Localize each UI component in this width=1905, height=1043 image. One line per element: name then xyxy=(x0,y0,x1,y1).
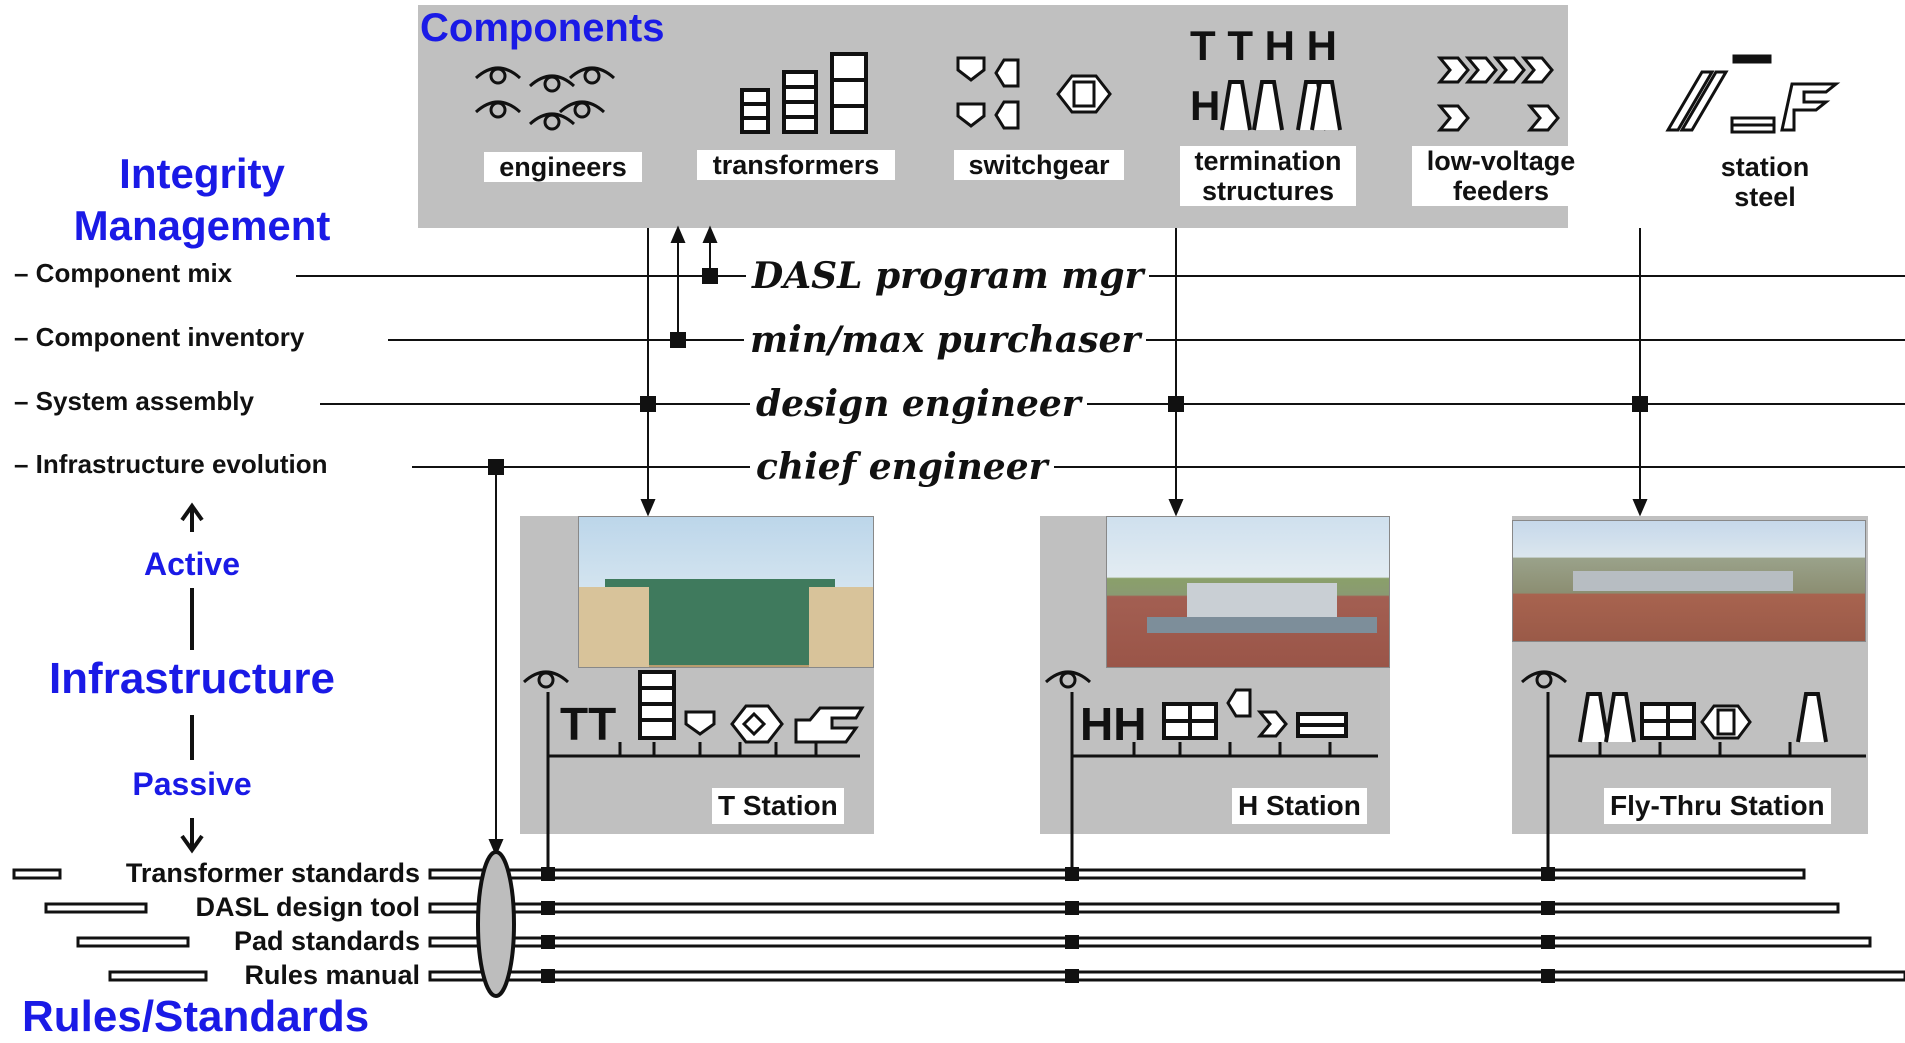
termination-letters-left: H xyxy=(1190,82,1220,129)
row-label-system-assembly: – System assembly xyxy=(14,386,260,417)
station-photo-flythru xyxy=(1512,520,1866,642)
infrastructure-title: Infrastructure xyxy=(48,654,336,703)
station-label-t: T Station xyxy=(712,788,844,824)
eye-icon xyxy=(474,66,616,131)
svg-text:TT: TT xyxy=(560,698,616,750)
station-label-h: H Station xyxy=(1232,788,1367,824)
termination-letters-top: T T H H xyxy=(1190,22,1337,69)
component-label-termination: termination structures xyxy=(1180,146,1356,206)
switchgear-icon xyxy=(956,56,1112,130)
role-chief-engineer: chief engineer xyxy=(750,445,1054,489)
row-label-component-mix: – Component mix xyxy=(14,258,239,289)
standard-pad: Pad standards xyxy=(194,926,424,957)
termination-icon xyxy=(1220,80,1342,131)
component-label-steel: station steel xyxy=(1710,152,1820,212)
role-min-max-purchaser: min/max purchaser xyxy=(744,318,1147,362)
role-dasl-program-mgr: DASL program mgr xyxy=(746,254,1150,298)
row-label-infrastructure-evolution: – Infrastructure evolution xyxy=(14,449,334,480)
active-label: Active xyxy=(143,546,241,582)
station-photo-h xyxy=(1106,516,1390,668)
component-label-switchgear: switchgear xyxy=(954,150,1124,180)
component-label-transformers: transformers xyxy=(697,150,895,180)
passive-label: Passive xyxy=(132,766,252,802)
station-label-flythru: Fly-Thru Station xyxy=(1604,788,1831,824)
chevron-icon xyxy=(1436,56,1560,132)
integrity-title: Integrity Management xyxy=(73,150,331,249)
transformer-icon xyxy=(740,52,868,134)
svg-text:HH: HH xyxy=(1080,698,1146,750)
standard-dasl-design-tool: DASL design tool xyxy=(152,892,424,923)
standards-title: Rules/Standards xyxy=(22,992,370,1041)
station-photo-t xyxy=(578,516,874,668)
components-title: Components xyxy=(420,6,665,50)
component-label-feeders: low-voltage feeders xyxy=(1412,146,1590,206)
components-panel xyxy=(418,5,1568,228)
standards-ellipse xyxy=(476,850,516,998)
standard-transformer: Transformer standards xyxy=(66,858,424,889)
standard-rules-manual: Rules manual xyxy=(212,960,424,991)
row-label-component-inventory: – Component inventory xyxy=(14,322,311,353)
component-label-engineers: engineers xyxy=(484,152,642,182)
steel-icon xyxy=(1665,54,1841,134)
role-design-engineer: design engineer xyxy=(750,382,1087,426)
active-passive-arrow xyxy=(180,502,204,854)
